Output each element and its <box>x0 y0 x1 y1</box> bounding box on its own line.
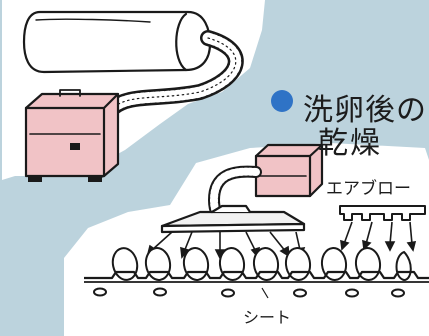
upper-blower-box <box>24 92 120 178</box>
upper-dryer-unit <box>22 10 244 182</box>
lower-dryer-unit <box>160 143 324 234</box>
title-line-1: 洗卵後の <box>303 93 427 128</box>
conveyor-sheet <box>84 270 429 283</box>
airflow-arrows <box>146 221 417 260</box>
lower-white-panel <box>64 143 429 336</box>
sheet-label: シート <box>243 308 292 327</box>
sheet-pointer-line <box>261 287 269 299</box>
air-blow-nozzle-bar <box>339 205 426 221</box>
conveyor-rollers <box>93 287 405 298</box>
cylinder-duct <box>22 10 212 74</box>
lower-blower-box <box>254 143 324 198</box>
title-line-2: 乾燥 <box>318 126 382 161</box>
air-blow-label: エアブロー <box>326 179 411 199</box>
title-bullet-icon <box>271 90 293 112</box>
eggs <box>111 247 412 282</box>
